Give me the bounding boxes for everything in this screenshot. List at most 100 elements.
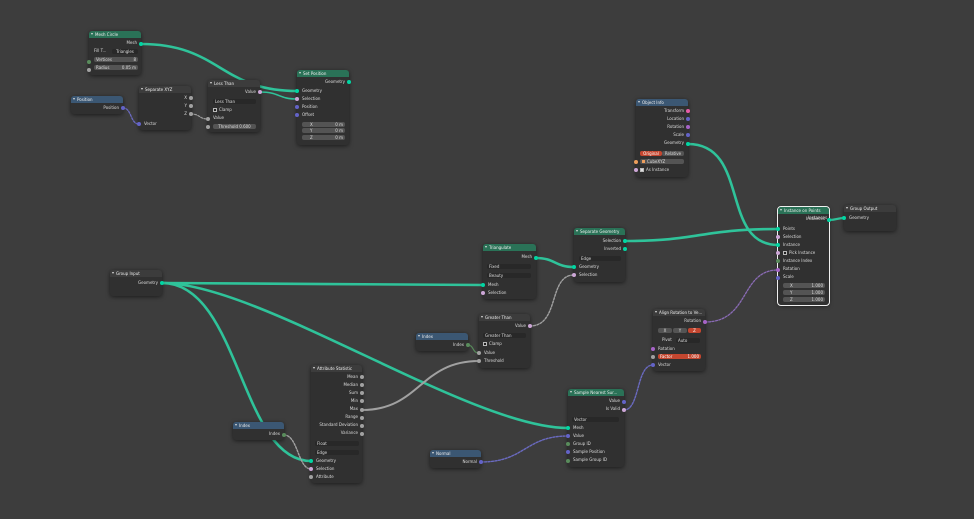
node-triangulate[interactable]: Triangulate Mesh Fixed Beauty Mesh Selec…: [483, 244, 536, 299]
node-set-position[interactable]: Set Position Geometry Geometry Selection…: [297, 70, 349, 145]
socket-z-out[interactable]: [189, 112, 193, 116]
relative-button[interactable]: Relative: [662, 151, 684, 156]
pick-instance-checkbox[interactable]: Pick Instance: [783, 250, 815, 256]
socket-selection-in[interactable]: [481, 291, 485, 295]
socket-normal-out[interactable]: [479, 460, 483, 464]
socket-geometry-in[interactable]: [309, 459, 313, 463]
socket-rotation-out[interactable]: [686, 125, 690, 129]
socket-mesh-out[interactable]: [534, 256, 538, 260]
node-normal[interactable]: Normal Normal: [430, 450, 481, 468]
node-header[interactable]: Index: [233, 422, 284, 429]
socket-std-out[interactable]: [360, 424, 364, 428]
socket-max-out[interactable]: [360, 408, 364, 412]
socket-geometry-out[interactable]: [347, 80, 351, 84]
socket-index-out[interactable]: [282, 433, 286, 437]
socket-rotation-in[interactable]: [776, 268, 780, 272]
socket-rotation-out[interactable]: [703, 320, 707, 324]
domain-dropdown[interactable]: Edge: [579, 256, 621, 261]
socket-value-out[interactable]: [528, 324, 532, 328]
socket-sum-out[interactable]: [360, 391, 364, 395]
socket-selection-in[interactable]: [309, 467, 313, 471]
socket-selection-in[interactable]: [776, 235, 780, 239]
node-sample-nearest-surface[interactable]: Sample Nearest Sur... Value Is Valid Vec…: [568, 389, 624, 467]
socket-value-in[interactable]: [566, 434, 570, 438]
socket-location-out[interactable]: [686, 117, 690, 121]
socket-group-id-in[interactable]: [566, 442, 570, 446]
node-header[interactable]: Mesh Circle: [89, 31, 141, 38]
domain-dropdown[interactable]: Edge: [315, 450, 359, 455]
compare-type-dropdown[interactable]: Greater Than: [483, 333, 526, 338]
node-object-info[interactable]: Object Info Transform Location Rotation …: [636, 99, 688, 177]
socket-position-in[interactable]: [295, 105, 299, 109]
fill-type-dropdown[interactable]: Triangles: [112, 49, 138, 54]
node-group-output[interactable]: Group Output Geometry: [844, 205, 896, 231]
socket-geometry-out[interactable]: [686, 142, 690, 146]
socket-value-out[interactable]: [622, 400, 626, 404]
socket-scale-out[interactable]: [686, 133, 690, 137]
socket-threshold-in[interactable]: [206, 125, 210, 129]
socket-variance-out[interactable]: [360, 432, 364, 436]
node-mesh-circle[interactable]: Mesh Circle Mesh Fill T... Triangles Ver…: [89, 31, 141, 75]
node-instance-on-points[interactable]: Instance on Points Instances Points Sele…: [777, 206, 830, 306]
clamp-checkbox[interactable]: Clamp: [483, 341, 502, 347]
socket-attribute-in[interactable]: [309, 475, 313, 479]
axis-y-button[interactable]: Y: [673, 328, 687, 333]
socket-range-out[interactable]: [360, 416, 364, 420]
socket-object-in[interactable]: [634, 160, 638, 164]
node-header[interactable]: Set Position: [297, 70, 349, 77]
node-header[interactable]: Attribute Statistic: [311, 365, 362, 372]
pivot-dropdown[interactable]: Auto: [676, 338, 700, 343]
socket-geometry-out[interactable]: [160, 281, 164, 285]
quad-method-dropdown[interactable]: Fixed: [487, 264, 531, 269]
socket-sample-position-in[interactable]: [566, 450, 570, 454]
socket-is-valid-out[interactable]: [622, 408, 626, 412]
socket-x-out[interactable]: [189, 96, 193, 100]
node-header[interactable]: Object Info: [636, 99, 688, 106]
node-header[interactable]: Triangulate: [483, 244, 536, 251]
socket-transform-out[interactable]: [686, 109, 690, 113]
socket-offset-in[interactable]: [295, 113, 299, 117]
socket-mesh-out[interactable]: [139, 42, 143, 46]
node-header[interactable]: Group Input: [110, 270, 162, 277]
node-separate-geometry[interactable]: Separate Geometry Selection Inverted Edg…: [574, 228, 625, 282]
socket-mean-out[interactable]: [360, 375, 364, 379]
node-index[interactable]: Index Index: [233, 422, 284, 440]
node-header[interactable]: Sample Nearest Sur...: [568, 389, 624, 396]
socket-index-out[interactable]: [466, 343, 470, 347]
socket-scale-in[interactable]: [776, 276, 780, 280]
socket-as-instance-in[interactable]: [634, 168, 638, 172]
socket-instances-out[interactable]: [827, 218, 831, 222]
socket-min-out[interactable]: [360, 399, 364, 403]
node-index[interactable]: Index Index: [416, 333, 468, 351]
socket-geometry-in[interactable]: [572, 265, 576, 269]
socket-inverted-out[interactable]: [623, 247, 627, 251]
as-instance-checkbox[interactable]: As Instance: [640, 167, 669, 173]
node-group-input[interactable]: Group Input Geometry: [110, 270, 162, 296]
socket-value-out[interactable]: [258, 90, 262, 94]
node-header[interactable]: Group Output: [844, 205, 896, 212]
data-type-dropdown[interactable]: Float: [315, 441, 359, 446]
socket-geometry-in[interactable]: [295, 89, 299, 93]
socket-vector-in[interactable]: [137, 122, 141, 126]
node-header[interactable]: Greater Than: [479, 314, 530, 321]
data-type-dropdown[interactable]: Vector: [572, 417, 619, 422]
socket-selection-in[interactable]: [295, 97, 299, 101]
socket-position-out[interactable]: [121, 106, 125, 110]
compare-type-dropdown[interactable]: Less Than: [213, 99, 256, 104]
socket-threshold-in[interactable]: [477, 359, 481, 363]
socket-value-in[interactable]: [206, 117, 210, 121]
socket-geometry-in[interactable]: [842, 216, 846, 220]
node-separate-xyz[interactable]: Separate XYZ X Y Z Vector: [139, 86, 191, 130]
socket-value-in[interactable]: [477, 351, 481, 355]
socket-selection-out[interactable]: [623, 239, 627, 243]
node-header[interactable]: Separate XYZ: [139, 86, 191, 93]
threshold-field[interactable]: Threshold 0.600: [213, 124, 256, 129]
node-header[interactable]: Separate Geometry: [574, 228, 625, 235]
